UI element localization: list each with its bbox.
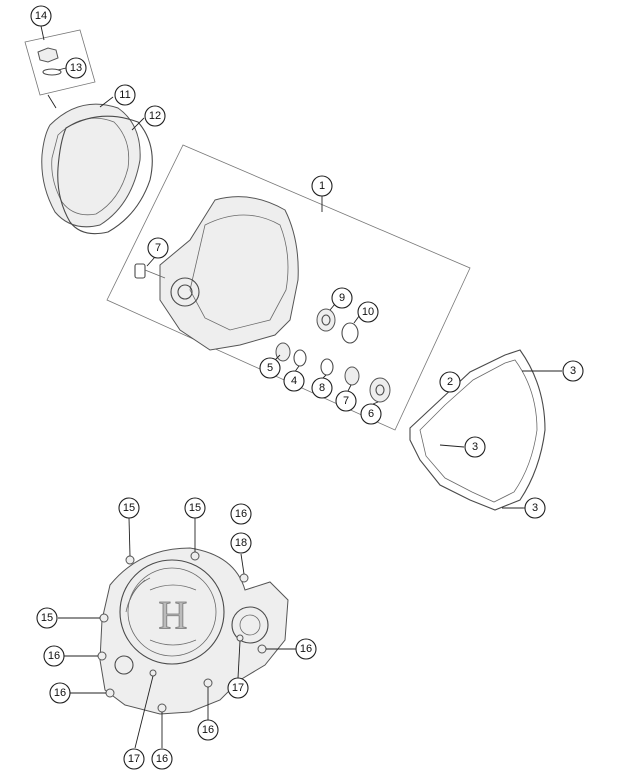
leader-lines: [40, 25, 379, 749]
circlip-8: [320, 358, 334, 376]
callout-13: 13: [65, 57, 87, 79]
callout-15a: 15: [118, 497, 140, 519]
svg-text:15: 15: [189, 502, 201, 514]
seal-5: [275, 342, 291, 362]
outer-cover-gasket: [57, 115, 153, 235]
callout-15b: 15: [184, 497, 206, 519]
oil-plug-oring: [42, 68, 62, 76]
oil-plug: [37, 47, 59, 63]
callout-4: 4: [283, 370, 305, 392]
clutch-cover-box: [106, 144, 471, 431]
callout-3b: 3: [464, 436, 486, 458]
clutch-cover-gasket: [409, 349, 546, 511]
installed-cover-group: H: [97, 547, 289, 715]
svg-text:6: 6: [368, 408, 374, 420]
callout-18: 18: [230, 532, 252, 554]
callouts: 14 13 11 12 1 7 9 10 5 4 8 7 6 2 3 3 3 1…: [30, 5, 584, 770]
svg-text:16: 16: [156, 753, 168, 765]
svg-text:3: 3: [532, 502, 538, 514]
callout-16d: 16: [49, 682, 71, 704]
callout-11: 11: [114, 84, 136, 106]
outer-clutch-cover-group: [41, 103, 153, 235]
installed-clutch-cover: [99, 547, 289, 715]
callout-1: 1: [311, 175, 333, 197]
svg-text:16: 16: [202, 724, 214, 736]
shaft-seal: [134, 263, 146, 279]
callout-14: 14: [30, 5, 52, 27]
svg-text:15: 15: [41, 612, 53, 624]
svg-text:4: 4: [291, 375, 297, 387]
svg-text:9: 9: [339, 292, 345, 304]
outer-clutch-cover: [41, 103, 141, 228]
small-parts: [275, 308, 391, 403]
callout-12: 12: [144, 105, 166, 127]
callout-6: 6: [360, 403, 382, 425]
oring-10: [341, 322, 359, 344]
callout-10: 10: [357, 301, 379, 323]
svg-text:17: 17: [232, 682, 244, 694]
svg-text:2: 2: [447, 376, 453, 388]
clutch-cover-group: [134, 196, 299, 351]
callout-8: 8: [311, 377, 333, 399]
svg-text:18: 18: [235, 537, 247, 549]
svg-text:11: 11: [119, 89, 130, 101]
svg-text:13: 13: [70, 62, 82, 74]
callout-16c: 16: [295, 638, 317, 660]
callout-16b: 16: [43, 645, 65, 667]
bolt-3b-line: [439, 444, 465, 448]
callout-7b: 7: [335, 390, 357, 412]
callout-3a: 3: [562, 360, 584, 382]
svg-text:16: 16: [300, 643, 312, 655]
callout-7a: 7: [147, 237, 169, 259]
callout-16a: 16: [230, 503, 252, 525]
svg-text:16: 16: [48, 650, 60, 662]
svg-text:3: 3: [472, 441, 478, 453]
svg-text:10: 10: [362, 306, 374, 318]
callout-9: 9: [331, 287, 353, 309]
callout-15c: 15: [36, 607, 58, 629]
clutch-cover: [159, 196, 299, 351]
bearing-9: [316, 308, 336, 332]
svg-text:16: 16: [54, 687, 66, 699]
svg-text:7: 7: [343, 395, 349, 407]
svg-text:8: 8: [319, 382, 325, 394]
brand-logo: H: [159, 593, 188, 638]
callout-17a: 17: [227, 677, 249, 699]
svg-text:1: 1: [319, 180, 325, 192]
svg-text:3: 3: [570, 365, 576, 377]
svg-text:5: 5: [267, 362, 273, 374]
callout-16e: 16: [197, 719, 219, 741]
svg-text:17: 17: [128, 753, 140, 765]
callout-2: 2: [439, 371, 461, 393]
plug-box: [24, 29, 96, 96]
seal-7b: [344, 366, 360, 386]
svg-text:12: 12: [149, 110, 161, 122]
callout-16f: 16: [151, 748, 173, 770]
callout-5: 5: [259, 357, 281, 379]
svg-text:15: 15: [123, 502, 135, 514]
callout-17b: 17: [123, 748, 145, 770]
circlip-4: [293, 349, 307, 367]
plug-leader: [47, 94, 57, 109]
oil-plug-group: [24, 29, 96, 109]
svg-text:16: 16: [235, 508, 247, 520]
svg-text:7: 7: [155, 242, 161, 254]
callout-3c: 3: [524, 497, 546, 519]
bearing-6: [369, 377, 391, 403]
svg-text:14: 14: [35, 10, 47, 22]
